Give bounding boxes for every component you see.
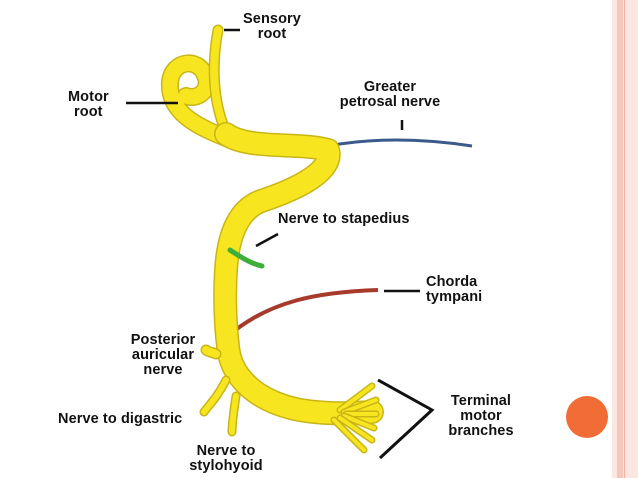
greater-petrosal-nerve <box>327 138 473 148</box>
label-terminal-line2: motor <box>460 408 502 424</box>
terminal-branches-bracket <box>377 378 435 460</box>
label-chorda-tympani-line2: tympani <box>426 289 483 305</box>
label-nerve-to-stylohyoid-line2: stylohyoid <box>189 458 263 474</box>
label-greater-petrosal-line1: Greater <box>363 79 417 95</box>
label-chorda-tympani-line1: Chorda <box>426 274 478 290</box>
label-posterior-auricular-line3: nerve <box>143 362 183 378</box>
label-chorda-tympani: Chorda tympani <box>426 275 516 305</box>
label-posterior-auricular-line1: Posterior <box>130 332 196 348</box>
label-terminal-motor-branches: Terminal motor branches <box>436 394 526 439</box>
label-motor-root-line2: root <box>74 104 103 120</box>
label-nerve-to-stylohyoid-line1: Nerve to <box>196 443 256 459</box>
slide-border-band <box>617 0 623 478</box>
nerve-to-stapedius-branch <box>227 247 265 269</box>
label-sensory-root-line2: root <box>257 26 287 42</box>
label-motor-root: Motor root <box>68 90 132 120</box>
chorda-tympani-nerve <box>226 288 379 338</box>
label-sensory-root: Sensory root <box>240 12 304 42</box>
slide-border-stripe <box>612 0 638 478</box>
label-greater-petrosal-nerve: Greater petrosal nerve <box>320 80 460 110</box>
label-motor-root-line1: Motor <box>68 89 109 105</box>
label-nerve-to-stylohyoid: Nerve to stylohyoid <box>180 444 272 474</box>
label-nerve-to-stapedius: Nerve to stapedius <box>278 211 410 227</box>
label-nerve-to-digastric: Nerve to digastric <box>58 411 183 427</box>
slide-border-line <box>624 0 625 478</box>
label-sensory-root-line1: Sensory <box>243 11 301 27</box>
label-terminal-line3: branches <box>448 423 514 439</box>
leader-stapedius <box>255 232 279 248</box>
label-posterior-auricular-nerve: Posterior auricular nerve <box>118 333 208 378</box>
label-posterior-auricular-line2: auricular <box>131 347 195 363</box>
accent-dot <box>566 396 608 438</box>
label-terminal-line1: Terminal <box>450 393 512 409</box>
label-greater-petrosal-line2: petrosal nerve <box>339 94 441 110</box>
terminal-branches <box>330 382 380 454</box>
